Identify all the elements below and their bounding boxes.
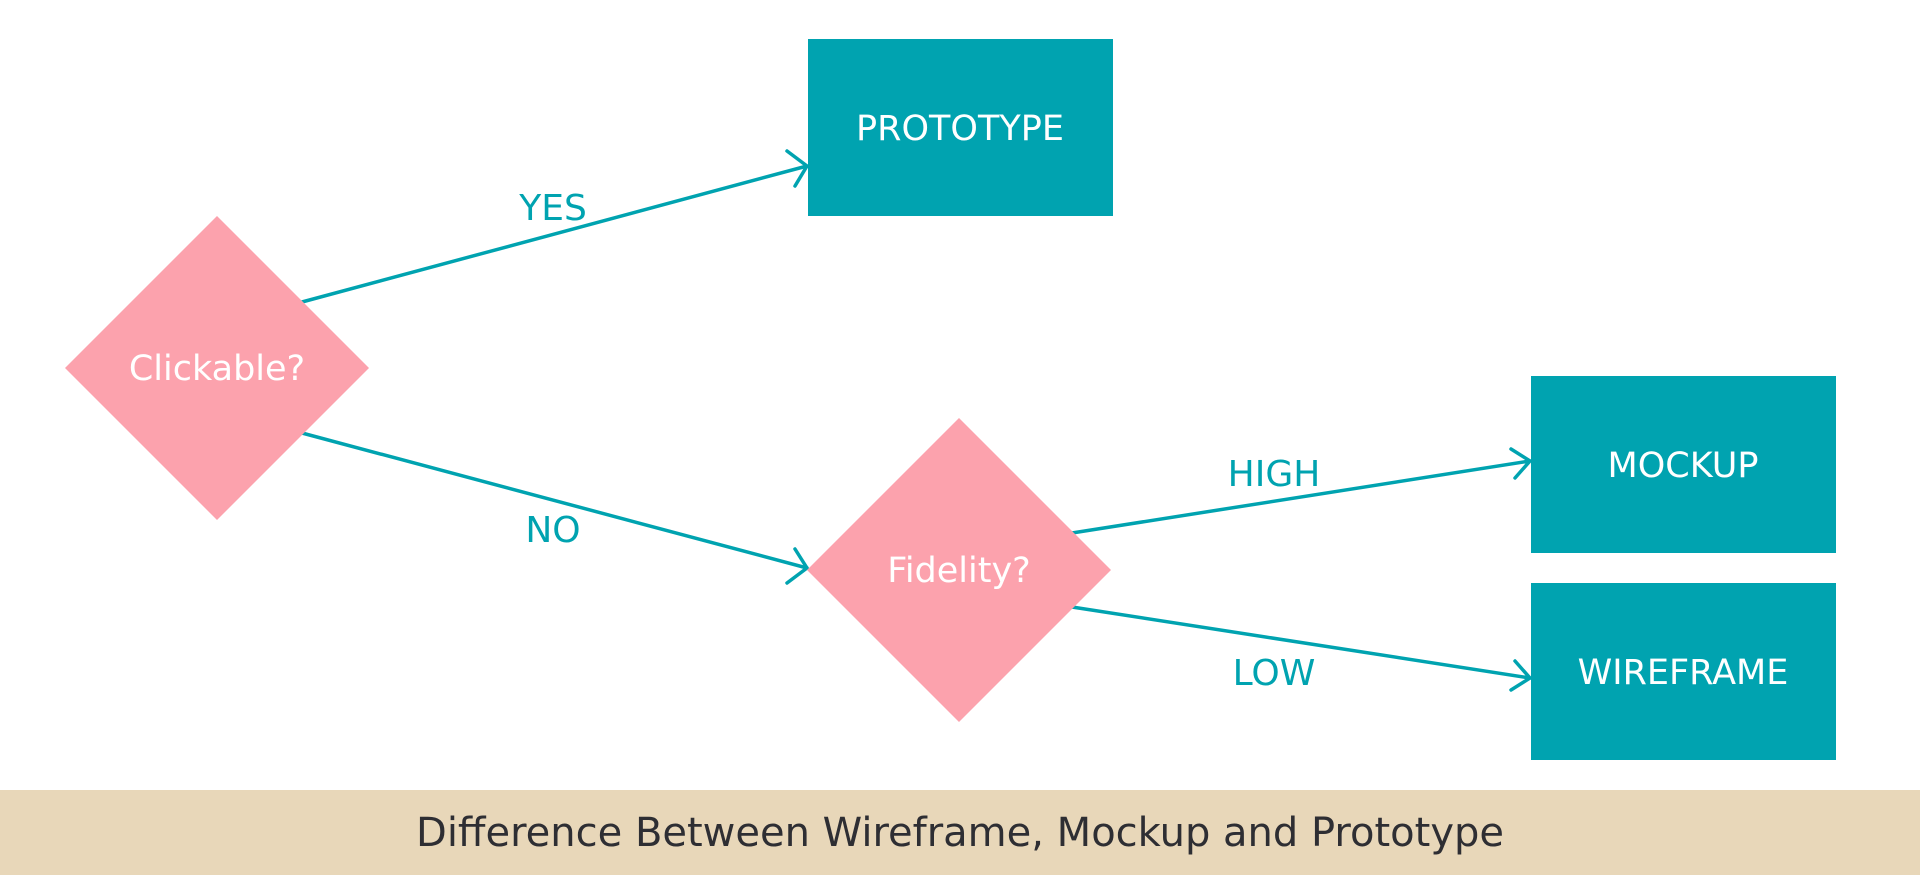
label-clickable: Clickable? [129, 349, 305, 389]
edge-line-no [300, 431, 809, 570]
edge-clickable-no: NO [300, 431, 809, 585]
arrowhead-yes [785, 149, 809, 188]
arrowhead-high [1509, 447, 1532, 480]
diamond-fidelity [807, 418, 1111, 722]
edge-fidelity-high: HIGH [1070, 447, 1532, 535]
edge-line-yes [300, 164, 809, 304]
outcome-prototype: PROTOTYPE [808, 39, 1113, 216]
box-wireframe [1531, 583, 1836, 760]
label-mockup: MOCKUP [1608, 446, 1759, 486]
edge-line-high [1070, 459, 1532, 535]
flowchart: YES NO HIGH LOW Clickable? Fidelity? PRO… [65, 39, 1836, 760]
box-prototype [808, 39, 1113, 216]
diagram-caption: Difference Between Wireframe, Mockup and… [416, 809, 1504, 856]
outcome-mockup: MOCKUP [1531, 376, 1836, 553]
decision-fidelity: Fidelity? [807, 418, 1111, 722]
label-fidelity: Fidelity? [887, 551, 1031, 591]
edge-label-no: NO [525, 510, 580, 551]
arrowhead-no [785, 547, 809, 585]
edge-label-yes: YES [518, 188, 587, 229]
box-mockup [1531, 376, 1836, 553]
caption-bar: Difference Between Wireframe, Mockup and… [0, 790, 1920, 875]
edge-label-high: HIGH [1228, 454, 1321, 495]
label-wireframe: WIREFRAME [1578, 653, 1789, 693]
outcome-wireframe: WIREFRAME [1531, 583, 1836, 760]
edge-clickable-yes: YES [300, 149, 809, 304]
diamond-clickable [65, 216, 369, 520]
decision-clickable: Clickable? [65, 216, 369, 520]
arrowhead-low [1509, 659, 1532, 692]
label-prototype: PROTOTYPE [856, 109, 1064, 149]
edge-fidelity-low: LOW [1070, 605, 1532, 694]
edge-line-low [1070, 605, 1532, 680]
edge-label-low: LOW [1233, 653, 1316, 694]
